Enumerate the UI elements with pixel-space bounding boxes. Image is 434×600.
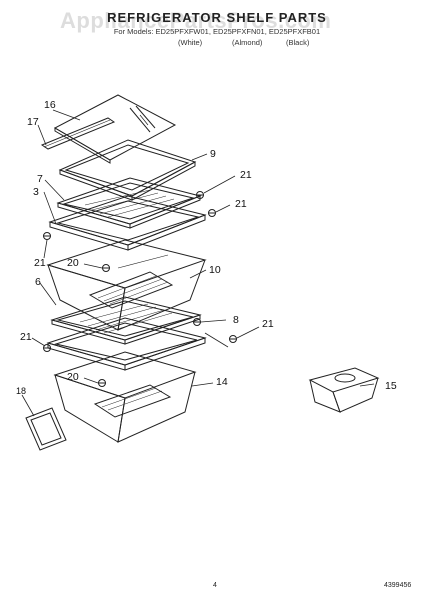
crisper-cover-lower	[50, 296, 202, 345]
color-black: (Black)	[286, 38, 310, 47]
callout-18: 18	[16, 386, 26, 396]
callout-9: 9	[210, 148, 216, 160]
callout-20-b: 20	[67, 371, 79, 383]
callout-21-a: 21	[240, 169, 252, 181]
callout-21-b: 21	[235, 198, 247, 210]
crisper-drawer-upper	[46, 239, 207, 331]
callout-17: 17	[27, 116, 39, 128]
fastener-21-f	[43, 344, 51, 352]
watermark: AppliancePartsPros.com	[60, 8, 332, 33]
leader-lines	[21, 109, 375, 417]
fastener-21-c	[43, 232, 51, 240]
fastener-20-b	[98, 379, 106, 387]
dairy-bin	[308, 367, 380, 413]
callout-20-a: 20	[67, 257, 79, 269]
fastener-21-e	[229, 335, 237, 343]
callout-14: 14	[216, 376, 228, 388]
crisper-cover-frame	[48, 195, 207, 251]
callout-21-e: 21	[262, 318, 274, 330]
page-number: 4	[213, 582, 217, 589]
crisper-cover-upper	[56, 177, 202, 229]
callout-6: 6	[35, 276, 41, 288]
callout-16: 16	[44, 99, 56, 111]
callout-21-f: 21	[20, 331, 32, 343]
fastener-21-b	[208, 209, 216, 217]
glass-shelf-insert	[53, 94, 177, 164]
shelf-frame-top	[58, 139, 197, 201]
callout-8: 8	[233, 314, 239, 326]
model-list: For Models: ED25PFXFW01, ED25PFXFN01, ED…	[113, 27, 321, 36]
callout-7: 7	[37, 173, 43, 185]
fastener-20-a	[102, 264, 110, 272]
shelf-trim	[40, 117, 116, 150]
color-white: (White)	[178, 38, 203, 47]
callout-3: 3	[33, 186, 39, 198]
callout-15: 15	[385, 380, 397, 392]
callout-21-c: 21	[34, 257, 46, 269]
fastener-21-d	[193, 318, 201, 326]
label-plate	[25, 407, 67, 451]
crisper-cover-lower-frame	[46, 317, 207, 371]
callout-10: 10	[209, 264, 221, 276]
diagram-title: REFRIGERATOR SHELF PARTS	[107, 10, 327, 25]
part-number: 4399456	[384, 582, 412, 589]
crisper-drawer-lower	[53, 351, 197, 443]
color-almond: (Almond)	[232, 38, 263, 47]
fastener-21-a	[196, 191, 204, 199]
